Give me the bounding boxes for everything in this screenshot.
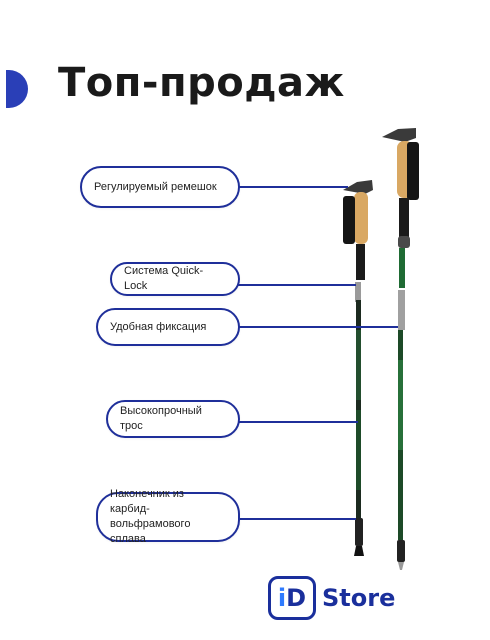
accent-mark: [6, 70, 28, 108]
leader-line-cable: [238, 421, 358, 423]
feature-carbide-tip: Наконечник из карбид- вольфрамового спла…: [96, 488, 240, 545]
feature-comfortable-fixation: Удобная фиксация: [96, 308, 240, 346]
feature-high-strength-cable: Высокопрочный трос: [106, 400, 240, 438]
page-title: Топ-продаж: [58, 60, 345, 106]
logo-text: Store: [322, 584, 396, 612]
leader-line-strap: [238, 186, 348, 188]
leader-line-quick-lock: [238, 284, 356, 286]
leader-line-fixation: [238, 326, 398, 328]
feature-quick-lock-system: Система Quick-Lock: [110, 262, 240, 296]
left-pole: [343, 180, 373, 556]
feature-adjustable-strap: Регулируемый ремешок: [80, 166, 240, 208]
right-pole: [382, 128, 419, 570]
leader-line-tip: [238, 518, 356, 520]
